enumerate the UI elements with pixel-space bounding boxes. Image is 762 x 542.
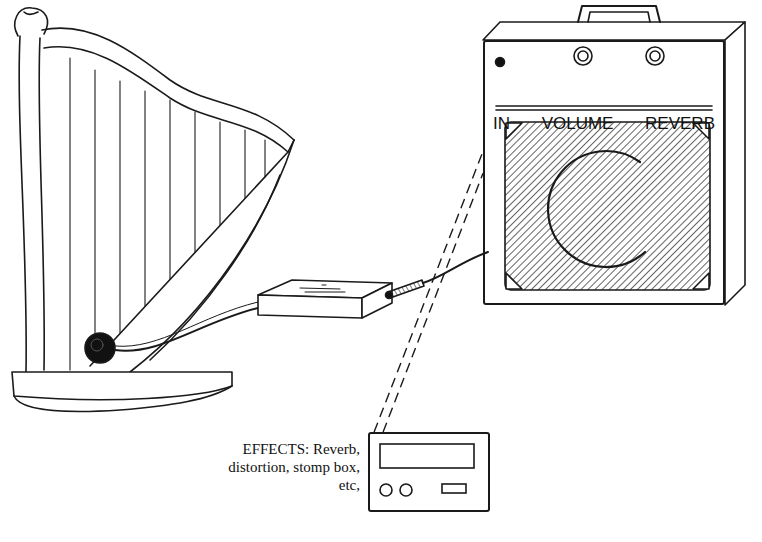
grille-corner — [693, 273, 709, 289]
display-slot — [380, 444, 474, 468]
harp-base — [14, 386, 232, 411]
amp-grille — [505, 122, 710, 290]
dashed-guide — [383, 173, 483, 432]
amp-handle — [578, 6, 660, 22]
effects-switch — [442, 484, 466, 493]
cable — [423, 252, 488, 283]
harp-neck — [44, 47, 288, 152]
amp-top — [483, 22, 745, 40]
knob — [650, 51, 660, 61]
effects-unit: EFFECTS: Reverb, distortion, stomp box, … — [368, 432, 490, 512]
dashed-connector — [374, 151, 483, 432]
grille-corner — [506, 273, 522, 289]
harp-scroll — [24, 12, 38, 14]
knob — [646, 47, 664, 65]
cable — [115, 302, 258, 346]
plug — [388, 280, 424, 298]
harp-soundbox — [130, 140, 294, 372]
effects-knob — [380, 484, 392, 496]
jack — [386, 292, 393, 299]
amp-handle — [588, 12, 650, 22]
preamp-marks — [300, 285, 345, 292]
effects-panel — [370, 434, 488, 510]
effects-knob — [400, 484, 412, 496]
pickup — [85, 333, 115, 363]
callout-text: EFFECTS: Reverb, distortion, stomp box, … — [228, 440, 360, 494]
input-jack — [496, 58, 505, 67]
harp-scroll — [15, 8, 48, 36]
harp-neck — [42, 28, 294, 140]
harp-base — [12, 372, 232, 400]
control-labels: IN VOLUME REVERB — [485, 114, 723, 134]
preamp-box — [362, 283, 392, 318]
speaker-cone — [548, 151, 645, 267]
control-label: VOLUME — [542, 114, 614, 134]
cable — [115, 308, 258, 351]
control-label: IN — [493, 114, 510, 134]
control-label: REVERB — [645, 114, 715, 134]
preamp-box — [258, 295, 362, 318]
knob — [578, 51, 588, 61]
amplifier-panel: IN VOLUME REVERB — [483, 40, 725, 305]
harp-column — [39, 38, 44, 370]
harp-strings — [70, 58, 265, 370]
panel-line — [496, 105, 712, 107]
amp-side — [725, 22, 745, 305]
harp-column — [19, 36, 26, 372]
panel-line — [496, 109, 712, 111]
knob — [574, 47, 592, 65]
pickup — [91, 339, 103, 351]
